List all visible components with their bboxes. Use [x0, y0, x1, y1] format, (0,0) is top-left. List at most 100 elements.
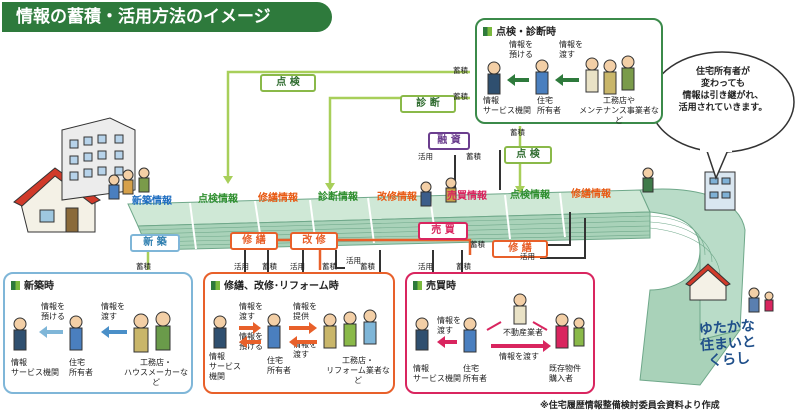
label-provide: 情報を 提供: [293, 302, 317, 321]
word-store: 蓄積: [322, 262, 337, 271]
tag-financing: 融 資: [428, 132, 470, 150]
arrow-left-icon: [507, 74, 529, 86]
label-owner: 住宅 所有者: [267, 356, 291, 375]
owner-person-icon: [69, 315, 83, 351]
word-store: 蓄積: [136, 262, 151, 271]
contractor-person-icon: [155, 311, 171, 351]
person-icon: [764, 291, 774, 312]
word-store: 蓄積: [510, 128, 525, 137]
word-store: 蓄積: [453, 92, 468, 101]
word-use: 活用: [290, 262, 305, 271]
label-agency: 情報 サービス機関: [11, 358, 59, 377]
word-store: 蓄積: [453, 66, 468, 75]
label-deposit: 情報を 預ける: [509, 40, 533, 59]
arrow-down-icon: [532, 321, 548, 331]
panel-marker-icon: [11, 281, 20, 290]
panel-sale: 売買時 情報を 渡す 不動産業者 情報を渡す 情報 サービス機関 住宅 所有者 …: [405, 272, 595, 394]
label-contractor: 工務店・ ハウスメーカーなど: [124, 358, 188, 387]
word-store: 蓄積: [456, 262, 471, 271]
tag-repair-1: 修 繕: [230, 232, 278, 250]
arrow-left-icon: [289, 336, 317, 348]
arrow-left-icon: [39, 326, 63, 338]
corner-house: [685, 263, 731, 301]
arrow-left-icon: [437, 336, 457, 348]
person-icon: [138, 167, 150, 193]
person-icon: [420, 181, 432, 207]
contractor-person-icon: [343, 311, 357, 347]
label-contractor: 工務店・ リフォーム業者など: [326, 356, 390, 385]
panel-title: 点検・診断時: [483, 23, 556, 38]
contractor-person-icon: [585, 57, 599, 93]
speech-bubble-text: 住宅所有者が 変わっても 情報は引き継がれ、 活用されていきます。: [678, 67, 768, 113]
word-use: 活用: [418, 152, 433, 161]
panel-figures: [13, 311, 171, 353]
tag-inspection-mid: 点 検: [504, 146, 552, 164]
panel-inspection: 点検・診断時 情報を 預ける 情報を 渡す 情報 サービス機関 住宅 所有者 工…: [475, 18, 663, 125]
right-building: [704, 171, 736, 211]
stage-label-diagnosis: 診断情報: [318, 192, 358, 203]
person-icon: [748, 287, 760, 313]
person-icon: [445, 177, 457, 203]
word-store: 蓄積: [470, 240, 485, 249]
panel-figures: [487, 55, 635, 95]
label-pass-1: 情報を 渡す: [437, 316, 461, 335]
arrow-left-icon: [239, 336, 261, 348]
label-buyer: 既存物件 購入者: [549, 364, 581, 383]
person-icon: [122, 169, 134, 195]
tag-inspection-top: 点 検: [260, 74, 316, 92]
panel-marker-icon: [413, 281, 422, 290]
tag-repair-2: 修 繕: [492, 240, 548, 258]
owner-person-icon: [535, 59, 549, 95]
contractor-person-icon: [323, 313, 337, 349]
tag-newbuild: 新 築: [130, 234, 180, 252]
tag-sale: 売 買: [418, 222, 468, 240]
label-owner: 住宅 所有者: [537, 96, 561, 115]
buyer-person-icon: [573, 317, 585, 347]
label-pass: 情報を 渡す: [101, 302, 125, 321]
stage-label-repair-2: 修繕情報: [571, 189, 611, 200]
person-icon: [108, 174, 120, 200]
word-use: 活用: [346, 256, 361, 265]
arrow-right-icon: [239, 322, 261, 334]
stage-label-renovation: 改修情報: [377, 192, 417, 203]
panel-title: 売買時: [413, 277, 456, 292]
stage-label-inspection: 点検情報: [198, 194, 238, 205]
label-owner: 住宅 所有者: [69, 358, 93, 377]
contractor-person-icon: [603, 59, 617, 95]
contractor-person-icon: [133, 313, 149, 353]
label-agency: 情報 サービス機関: [483, 96, 531, 115]
owner-person-icon: [267, 313, 281, 349]
tag-renovation: 改 修: [290, 232, 338, 250]
stage-label-sale: 売買情報: [447, 191, 487, 202]
page-title: 情報の蓄積・活用方法のイメージ: [2, 2, 332, 32]
label-contractor: 工務店や メンテナンス事業者など: [579, 96, 659, 125]
label-pass-2: 情報を 渡す: [293, 340, 317, 359]
label-pass: 情報を 渡す: [559, 40, 583, 59]
source-note: ※住宅履歴情報整備検討委員会資料より作成: [540, 401, 720, 411]
label-broker: 不動産業者: [503, 328, 543, 337]
panel-figures: [213, 309, 377, 349]
arrow-left-icon: [101, 326, 127, 338]
label-agency: 情報 サービス 機関: [209, 352, 241, 381]
arrow-left-icon: [555, 74, 579, 86]
panel-marker-icon: [483, 27, 492, 36]
owner-person-icon: [463, 317, 477, 353]
label-agency: 情報 サービス機関: [413, 364, 461, 383]
label-owner: 住宅 所有者: [463, 364, 487, 383]
speech-bubble-shape: [649, 51, 795, 181]
contractor-person-icon: [363, 309, 377, 345]
person-icon: [642, 167, 654, 193]
arrow-right-icon: [491, 340, 551, 352]
tag-diagnosis-top: 診 断: [400, 95, 456, 113]
broker-person-icon: [513, 293, 527, 325]
word-use: 活用: [520, 252, 535, 261]
panel-repair: 修繕、改修･リフォーム時 情報を 渡す 情報を 預ける 情報を 提供 情報を 渡…: [203, 272, 395, 394]
word-use: 活用: [418, 262, 433, 271]
panel-newbuild: 新築時 情報を 預ける 情報を 渡す 情報 サービス機関 住宅 所有者 工務店・…: [3, 272, 193, 394]
panel-title: 修繕、改修･リフォーム時: [211, 277, 339, 292]
agency-person-icon: [415, 317, 429, 351]
label-deposit: 情報を 預ける: [41, 302, 65, 321]
arrow-up-icon: [486, 321, 502, 331]
label-pass-2: 情報を渡す: [499, 352, 539, 361]
